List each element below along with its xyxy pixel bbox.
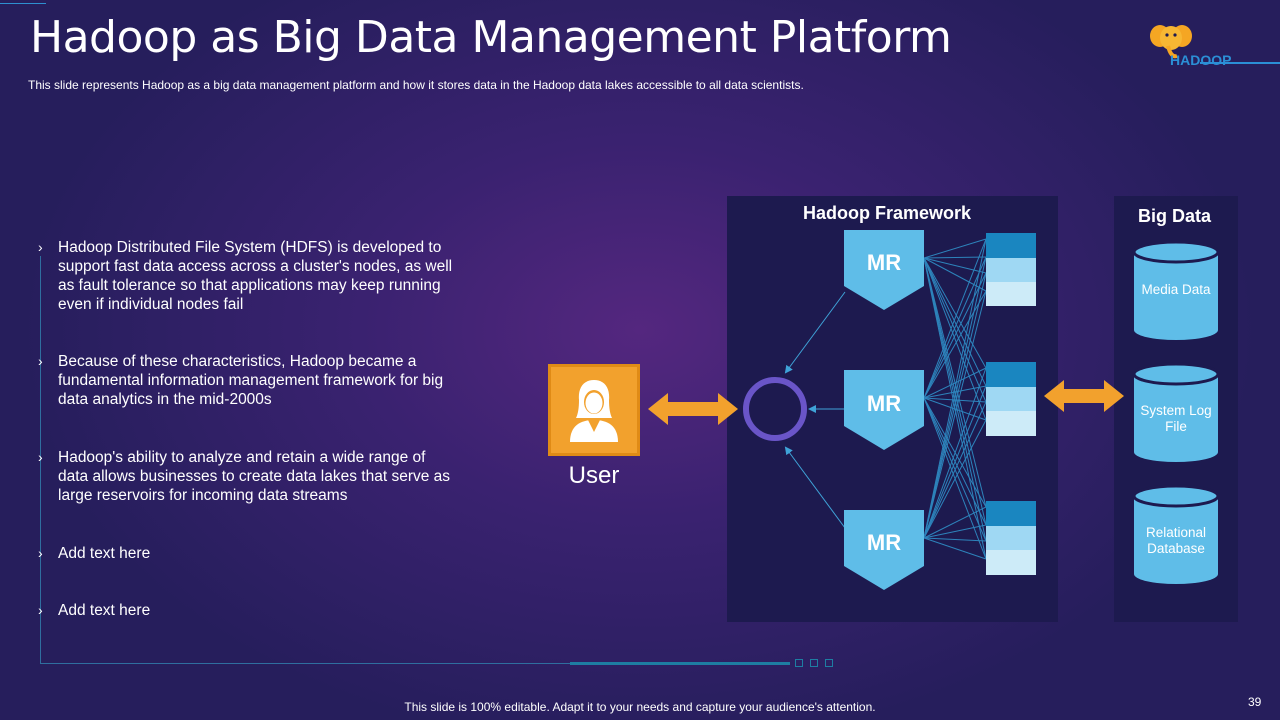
link-line xyxy=(923,257,987,274)
bullet-marker: › xyxy=(38,545,43,561)
user-label: User xyxy=(568,462,620,489)
link-line xyxy=(923,257,987,403)
businesswoman-icon xyxy=(570,380,618,442)
bullet-text: Hadoop's ability to analyze and retain a… xyxy=(58,449,451,504)
link-line xyxy=(923,257,987,421)
bullet-text: Add text here xyxy=(58,602,151,619)
mr-node-3 xyxy=(844,510,924,590)
mr-node-2 xyxy=(844,370,924,450)
page-title: Hadoop as Big Data Management Platform xyxy=(30,12,952,63)
mr-label-1: MR xyxy=(866,250,902,275)
link-line xyxy=(923,524,987,539)
link-line xyxy=(923,257,987,369)
page-subtitle: This slide represents Hadoop as a big da… xyxy=(28,78,804,92)
left-rail-line xyxy=(40,256,41,664)
link-line xyxy=(923,238,987,259)
user-framework-double-arrow xyxy=(648,393,738,425)
link-line xyxy=(923,257,987,292)
footer-note: This slide is 100% editable. Adapt it to… xyxy=(404,700,876,714)
arrow-mr3-to-ring xyxy=(784,446,846,529)
cylinder-system-log xyxy=(1132,362,1220,462)
bullet-text: Hadoop Distributed File System (HDFS) is… xyxy=(58,239,453,313)
user-tile xyxy=(548,364,640,456)
link-line xyxy=(923,256,987,539)
bullet-marker: › xyxy=(38,449,43,465)
data-block-3 xyxy=(986,501,1036,575)
store-label-text: Media Data xyxy=(1141,282,1211,297)
link-line xyxy=(923,257,987,387)
link-line xyxy=(923,256,987,259)
link-line xyxy=(923,238,987,399)
link-line xyxy=(923,367,987,399)
bullet-marker: › xyxy=(38,602,43,618)
store-label-text: Relational Database xyxy=(1145,525,1207,556)
mr-label-2: MR xyxy=(866,391,902,416)
mr-to-block-links xyxy=(923,238,987,560)
link-line xyxy=(923,238,987,539)
link-line xyxy=(923,385,987,399)
bottom-rail-line xyxy=(40,663,570,664)
link-line xyxy=(923,290,987,539)
logo-text: HADOOP xyxy=(1170,52,1232,68)
framework-title: Hadoop Framework xyxy=(803,203,972,223)
link-line xyxy=(923,537,987,560)
bottom-rail-accent xyxy=(570,662,790,665)
link-line xyxy=(923,537,987,542)
cylinder-relational-db xyxy=(1132,484,1220,584)
mr-label-3: MR xyxy=(866,530,902,555)
framework-bigdata-double-arrow xyxy=(1044,380,1124,412)
elephant-icon xyxy=(1150,25,1192,59)
link-line xyxy=(923,290,987,399)
arrow-mr1-to-ring xyxy=(784,291,846,374)
store-label-text: System Log File xyxy=(1140,403,1212,434)
link-line xyxy=(923,272,987,539)
bullet-text: Because of these characteristics, Hadoop… xyxy=(58,353,444,408)
logo-underline xyxy=(1200,62,1280,64)
link-line xyxy=(923,506,987,539)
hadoop-logo: HADOOP xyxy=(1140,18,1280,74)
link-line xyxy=(923,397,987,421)
rail-square-1 xyxy=(795,659,803,667)
bullet-marker: › xyxy=(38,239,43,255)
link-line xyxy=(923,256,987,399)
rail-square-2 xyxy=(810,659,818,667)
link-line xyxy=(923,419,987,539)
link-line xyxy=(923,401,987,539)
bullet-marker: › xyxy=(38,353,43,369)
link-line xyxy=(923,272,987,399)
link-line xyxy=(923,367,987,539)
data-block-1 xyxy=(986,233,1036,306)
top-accent-line xyxy=(0,3,46,4)
link-line xyxy=(923,397,987,403)
bullet-text: Add text here xyxy=(58,545,151,562)
link-line xyxy=(923,385,987,539)
mr-node-1 xyxy=(844,230,924,310)
big-data-title: Big Data xyxy=(1138,206,1212,226)
processing-ring xyxy=(743,377,807,441)
page-number: 39 xyxy=(1248,695,1262,709)
rail-square-3 xyxy=(825,659,833,667)
cylinder-media-data xyxy=(1132,240,1220,340)
data-block-2 xyxy=(986,362,1036,436)
